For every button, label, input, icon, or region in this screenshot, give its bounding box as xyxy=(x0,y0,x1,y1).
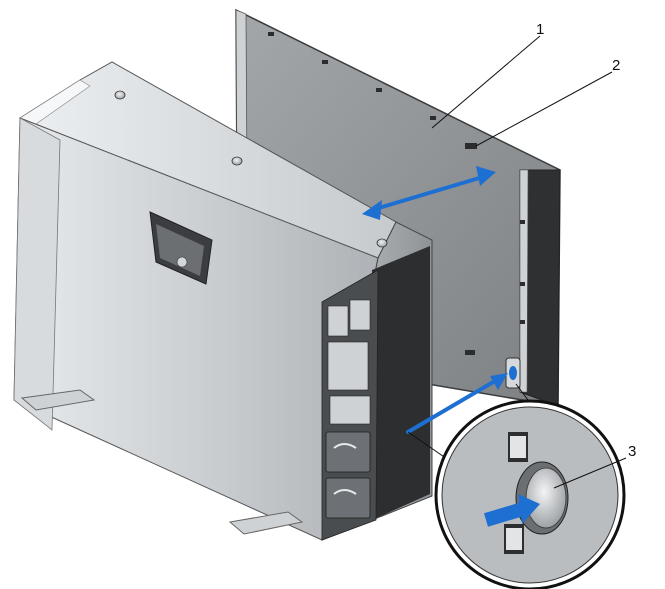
cover-slide-arrow xyxy=(362,166,496,220)
latch-detail-inset xyxy=(407,383,626,589)
callout-3: 3 xyxy=(628,443,636,460)
chassis-top-screws xyxy=(114,90,388,248)
chassis-feet xyxy=(20,389,304,535)
power-supplies xyxy=(325,431,371,519)
callout-2: 2 xyxy=(612,57,620,74)
cover-release-latch xyxy=(505,357,521,389)
callout-1: 1 xyxy=(536,21,544,38)
callout-leaders xyxy=(431,35,627,489)
server-chassis xyxy=(13,61,433,541)
latch-press-arrow xyxy=(406,373,508,434)
chassis-handle-recess xyxy=(149,211,213,285)
